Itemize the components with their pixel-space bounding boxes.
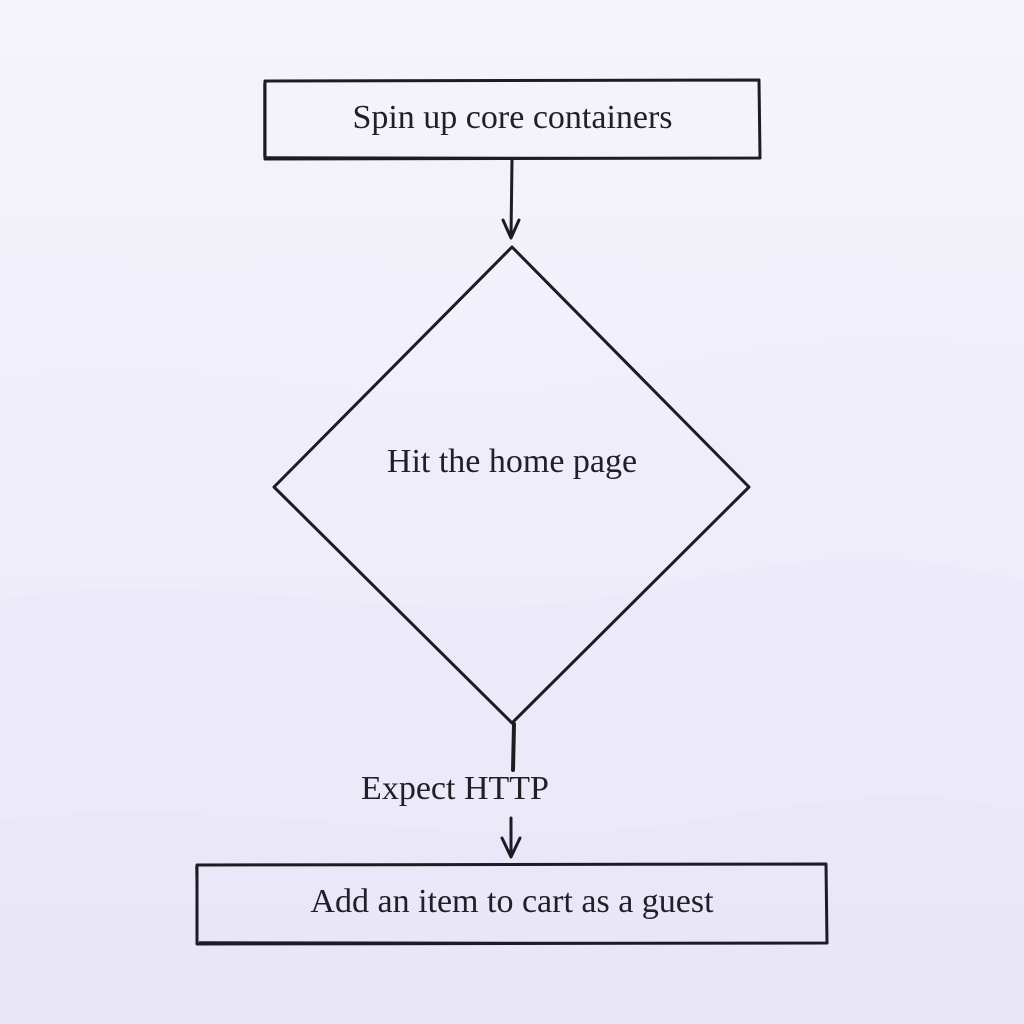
edge-decision-to-end-label: Expect HTTP: [361, 770, 549, 807]
node-end-label: Add an item to cart as a guest: [310, 883, 714, 920]
node-start-label: Spin up core containers: [352, 99, 673, 136]
node-start-box[interactable]: [263, 78, 762, 161]
edge-start-to-decision: [501, 158, 521, 240]
node-decision-label: Hit the home page: [386, 443, 638, 480]
node-decision-diamond[interactable]: [272, 245, 751, 725]
node-end-box[interactable]: [195, 862, 829, 946]
edge-decision-to-end: [500, 722, 522, 859]
